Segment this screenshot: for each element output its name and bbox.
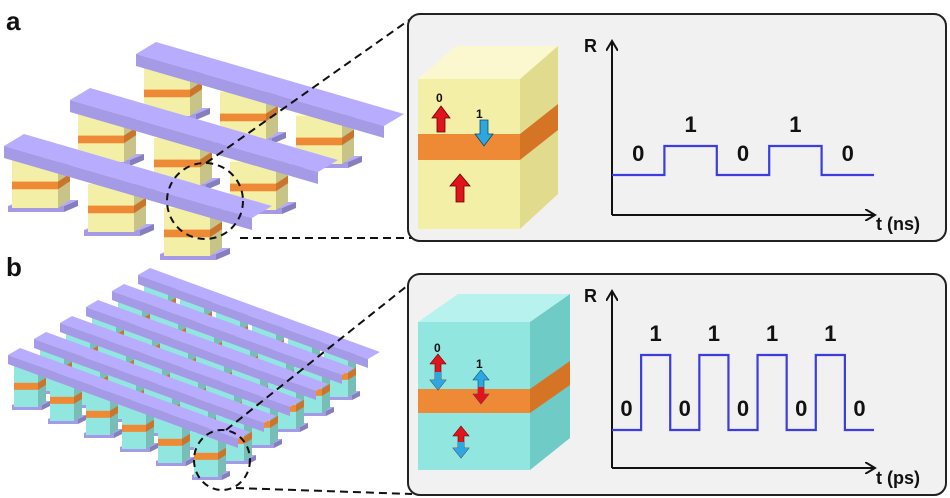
panel-a-mtj-cell: 0 1 [418, 46, 558, 229]
top-electrode [70, 88, 338, 172]
panel-b-mtj-cell: 0 1 [418, 294, 570, 470]
panel-b-label-1: 1 [476, 357, 483, 371]
panel-a-waveform [612, 144, 874, 177]
panel-a-free-arrow-up-icon [431, 105, 451, 133]
panel-b-bit-labels: 0 1 0 1 0 1 0 1 0 [620, 321, 865, 421]
top-electrode [136, 42, 404, 126]
panel-a: a 0 1 R t (ns) [4, 6, 947, 260]
panel-a-fixed-arrow-up-icon [449, 173, 471, 203]
panel-a-plot: R t (ns) 0 1 0 1 0 [584, 36, 920, 234]
panel-a-y-axis-label: R [584, 36, 597, 56]
panel-b: b 0 1 R [6, 252, 947, 496]
bit-label: 1 [684, 112, 696, 137]
bit-label: 1 [766, 321, 778, 346]
top-electrode-side [4, 146, 252, 230]
panel-b-zoom-line-top [225, 281, 413, 431]
bit-label: 0 [737, 396, 749, 421]
panel-a-zoom-line-top [205, 17, 413, 164]
panel-b-letter: b [6, 252, 22, 282]
top-electrode [86, 300, 328, 391]
panel-a-free-arrow-down-icon [474, 119, 494, 147]
bit-label: 0 [632, 141, 644, 166]
top-electrode-side [70, 100, 318, 184]
panel-b-array [8, 268, 380, 480]
panel-b-label-0: 0 [434, 341, 441, 355]
top-electrode [34, 332, 276, 423]
top-electrode-side [86, 307, 316, 400]
panel-b-waveform [612, 353, 874, 432]
top-electrode [8, 348, 250, 439]
bit-label: 1 [708, 321, 720, 346]
top-electrode [112, 284, 354, 375]
panel-a-x-axis-label: t (ns) [876, 214, 920, 234]
panel-a-bit-labels: 0 1 0 1 0 [632, 112, 854, 166]
panel-a-array [4, 42, 404, 260]
panel-b-x-axis-label: t (ps) [876, 468, 920, 488]
bit-label: 0 [853, 396, 865, 421]
top-electrode [138, 268, 380, 359]
top-electrode-side [60, 323, 290, 416]
panel-b-plot: R t (ps) 0 1 0 1 0 1 0 1 0 [584, 286, 920, 488]
panel-b-y-axis-label: R [584, 286, 597, 306]
panel-a-label-1: 1 [476, 107, 483, 121]
top-electrode-side [8, 355, 238, 448]
bit-label: 0 [679, 396, 691, 421]
bit-label: 0 [737, 141, 749, 166]
panel-a-label-0: 0 [436, 91, 443, 105]
bit-label: 0 [842, 141, 854, 166]
panel-b-zoom-line-bottom [235, 487, 413, 495]
panel-a-zoom-circle [166, 162, 244, 240]
bit-label: 1 [650, 321, 662, 346]
top-electrode-side [136, 54, 384, 138]
bit-label: 1 [824, 321, 836, 346]
top-electrode-side [138, 275, 368, 368]
panel-b-free-double-arrow-2-red-half [473, 387, 489, 404]
bit-label: 0 [795, 396, 807, 421]
top-electrode [4, 134, 272, 218]
panel-b-fixed-double-arrow-blue-half [453, 442, 469, 458]
panel-b-zoom-circle [193, 429, 251, 491]
bit-label: 0 [620, 396, 632, 421]
top-electrode [60, 316, 302, 407]
top-electrode-side [112, 291, 342, 384]
panel-a-letter: a [6, 6, 21, 36]
top-electrode-side [34, 339, 264, 432]
bit-label: 1 [789, 112, 801, 137]
panel-b-free-double-arrow-blue-half [430, 372, 446, 390]
